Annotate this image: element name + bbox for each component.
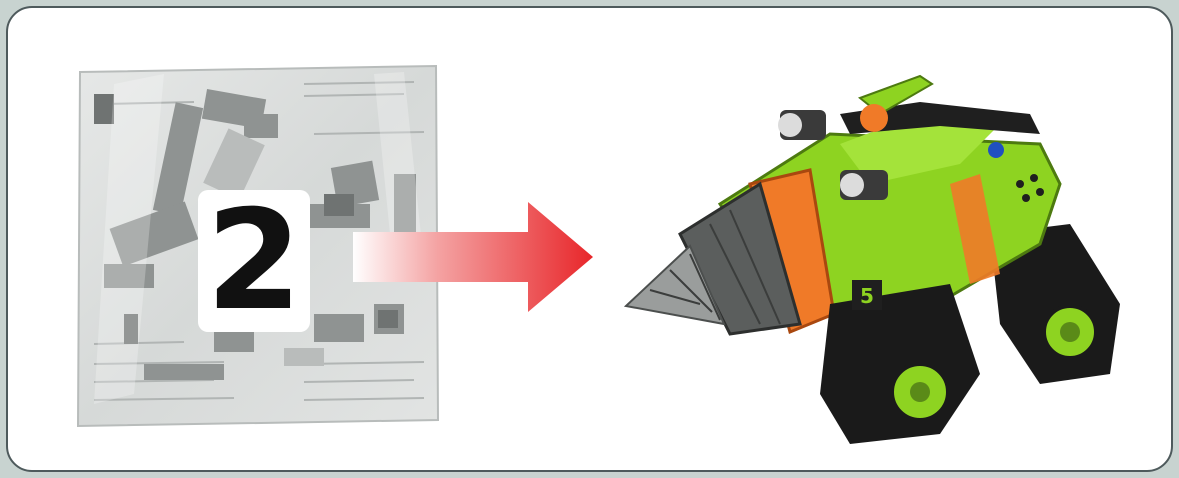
drill-vehicle-model: 5 bbox=[620, 74, 1140, 446]
bag-number: 2 bbox=[198, 190, 310, 332]
svg-text:5: 5 bbox=[860, 284, 874, 308]
instruction-panel: 2 bbox=[6, 6, 1173, 472]
right-arrow-icon bbox=[353, 198, 598, 316]
